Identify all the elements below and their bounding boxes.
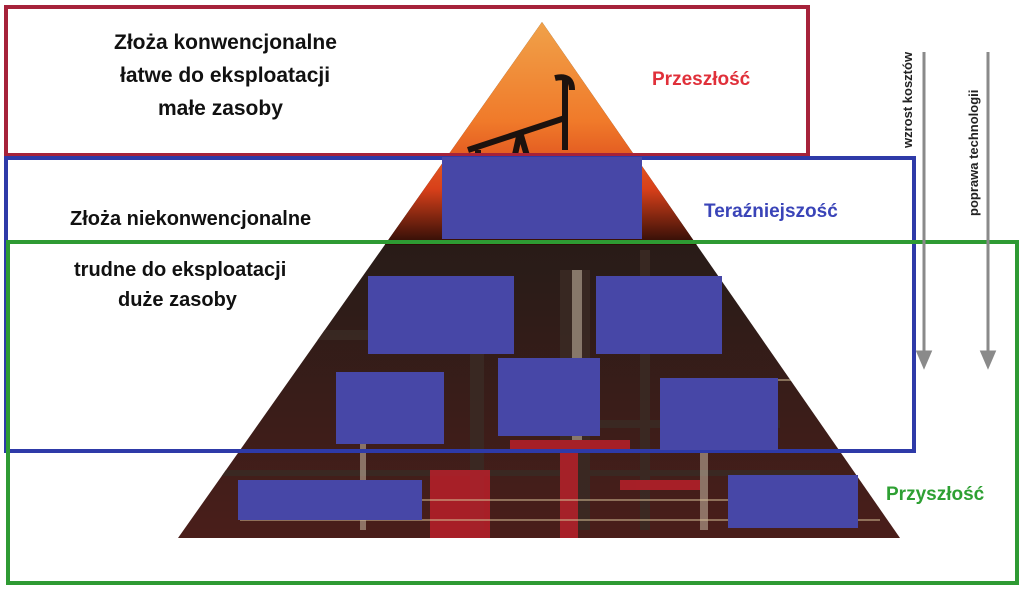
era-label-present: Teraźniejszość: [704, 201, 838, 222]
unconventional-line-2: duże zasoby: [118, 289, 237, 311]
conventional-line-3: małe zasoby: [158, 97, 283, 120]
cost-arrow-head-icon: [915, 350, 933, 370]
hidden-slot-4: [336, 372, 444, 444]
unconventional-line-1: trudne do eksploatacji: [74, 259, 287, 281]
hidden-slot-2: [368, 276, 514, 354]
hidden-slot-3: [596, 276, 722, 354]
conventional-line-2: łatwe do eksploatacji: [120, 64, 331, 87]
tech-arrow-label: poprawa technologii: [966, 89, 981, 216]
hidden-slot-6: [660, 378, 778, 450]
conventional-line-1: Złoża konwencjonalne: [114, 31, 337, 54]
hidden-slot-5: [498, 358, 600, 436]
tech-arrow-head-icon: [979, 350, 997, 370]
hidden-slot-8: [728, 475, 858, 528]
past-frame: [4, 5, 810, 157]
future-frame: [6, 240, 1019, 585]
hidden-slot-1: [442, 157, 642, 239]
cost-arrow-label: wzrost kosztów: [900, 51, 915, 148]
era-label-past: Przeszłość: [652, 69, 751, 90]
era-label-future: Przyszłość: [886, 484, 985, 505]
hidden-slot-7: [238, 480, 422, 520]
unconventional-title: Złoża niekonwencjonalne: [70, 208, 312, 230]
